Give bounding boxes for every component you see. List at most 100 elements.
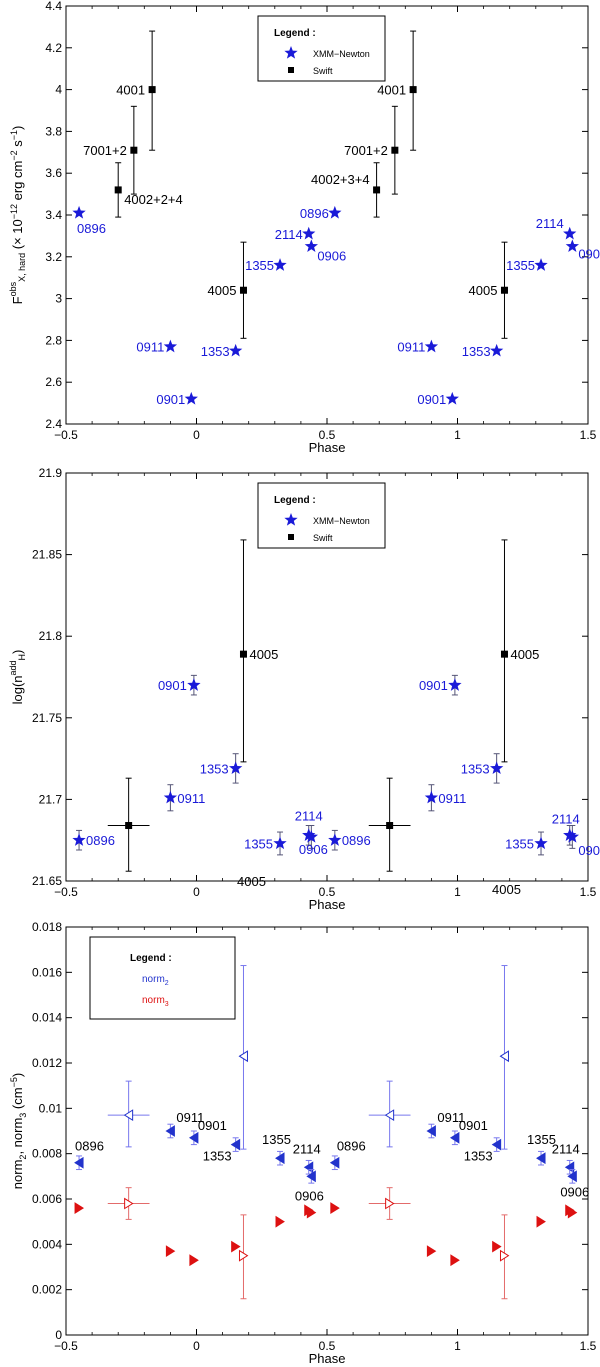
legend-title: Legend : bbox=[274, 28, 316, 39]
data-label: 0896 bbox=[337, 1139, 366, 1154]
data-point-triangle-right bbox=[165, 1245, 176, 1258]
y-tick-label: 2.8 bbox=[45, 333, 62, 347]
data-point-square bbox=[373, 186, 381, 194]
y-tick-label: 0.01 bbox=[39, 1101, 63, 1115]
y-axis-label: FobsX, hard (× 10−12 erg cm−2 s−1) bbox=[8, 126, 27, 305]
y-tick-label: 0.008 bbox=[32, 1147, 62, 1161]
data-point-square bbox=[114, 186, 122, 194]
data-label: 2114 bbox=[295, 808, 323, 823]
x-tick-label: 1.5 bbox=[580, 885, 597, 899]
legend-sub: 3 bbox=[165, 1001, 169, 1008]
data-label: 0906 bbox=[578, 246, 600, 261]
y-axis-label-part: 2 bbox=[18, 1155, 28, 1160]
data-point-triangle-left bbox=[165, 1125, 175, 1137]
data-label: 0906 bbox=[578, 843, 600, 858]
legend-box bbox=[89, 936, 236, 1020]
series-swift: 4002+2+47001+2400140054002+3+47001+24001… bbox=[83, 30, 508, 339]
data-point-triangle-right bbox=[306, 1206, 317, 1219]
data-label: 1355 bbox=[505, 836, 534, 851]
data-label: 2114 bbox=[552, 811, 580, 826]
data-point-triangle-right bbox=[124, 1197, 134, 1210]
y-axis-label-part: (cm bbox=[10, 1087, 25, 1112]
legend-star-icon bbox=[284, 46, 298, 59]
y-tick-label: 3.6 bbox=[45, 166, 62, 180]
data-point-star bbox=[328, 833, 342, 846]
data-point-triangle-left bbox=[188, 1131, 199, 1144]
x-tick-label: 1.5 bbox=[580, 1339, 597, 1353]
data-point-triangle-right bbox=[492, 1240, 502, 1253]
data-point-star bbox=[424, 790, 439, 804]
data-point-triangle-right bbox=[231, 1240, 241, 1253]
data-label: 0906 bbox=[295, 1188, 324, 1203]
y-tick-label: 4.4 bbox=[45, 0, 62, 13]
data-point-star bbox=[228, 761, 243, 775]
data-label: 2114 bbox=[536, 216, 564, 231]
y-tick-label: 21.9 bbox=[39, 466, 63, 480]
legend-title: Legend : bbox=[274, 495, 316, 506]
y-tick-label: 2.6 bbox=[45, 375, 62, 389]
y-tick-label: 0.002 bbox=[32, 1283, 62, 1297]
data-point-triangle-right bbox=[567, 1206, 578, 1219]
data-label: 4005 bbox=[492, 882, 521, 897]
y-axis-label-part: ) bbox=[10, 1073, 25, 1077]
legend-box bbox=[257, 482, 386, 549]
data-label: 1355 bbox=[262, 1132, 291, 1147]
y-axis-label-part: ) bbox=[10, 126, 25, 130]
data-point-square bbox=[130, 146, 138, 154]
data-point-star bbox=[534, 836, 548, 850]
data-point-star bbox=[72, 833, 86, 846]
data-point-star bbox=[489, 343, 504, 357]
x-tick-label: 1 bbox=[454, 428, 461, 442]
y-axis-label-part: (× 10 bbox=[10, 219, 25, 253]
y-axis-label-part: norm bbox=[10, 1160, 25, 1190]
data-point-star bbox=[304, 239, 318, 253]
data-point-triangle-right bbox=[499, 1249, 510, 1262]
data-label: 4005 bbox=[237, 874, 266, 889]
y-tick-label: 0.012 bbox=[32, 1056, 62, 1070]
data-point-star bbox=[565, 829, 579, 843]
y-tick-label: 0 bbox=[55, 1328, 62, 1342]
data-point-star bbox=[273, 258, 287, 271]
data-point-star bbox=[445, 391, 459, 405]
data-label: 2114 bbox=[275, 227, 303, 242]
data-point-triangle-left bbox=[74, 1156, 84, 1169]
data-label: 0911 bbox=[437, 1110, 465, 1125]
data-label: 7001+2 bbox=[344, 143, 388, 158]
y-tick-label: 3.4 bbox=[45, 208, 62, 222]
data-point-triangle-left bbox=[499, 1050, 509, 1063]
y-tick-label: 4.2 bbox=[45, 41, 62, 55]
y-axis-label-part: −5 bbox=[9, 1077, 19, 1087]
data-label: 4001 bbox=[116, 83, 145, 98]
y-axis-label-part: −2 bbox=[9, 150, 19, 160]
y-axis-label-part: , norm bbox=[10, 1118, 25, 1155]
data-label: 4005 bbox=[469, 283, 498, 298]
y-tick-label: 3 bbox=[55, 292, 62, 306]
data-point-triangle-right bbox=[74, 1202, 84, 1214]
y-axis-label: log(naddH) bbox=[8, 650, 27, 705]
y-tick-label: 21.75 bbox=[32, 711, 62, 725]
y-tick-label: 2.4 bbox=[45, 417, 62, 431]
data-point-triangle-left bbox=[491, 1138, 502, 1151]
data-label: 1355 bbox=[506, 258, 535, 273]
x-tick-label: −0.5 bbox=[54, 885, 78, 899]
series-norm2-swift-: 4005 4005 bbox=[107, 874, 521, 1150]
data-point-triangle-right bbox=[536, 1215, 546, 1228]
data-label: 0896 bbox=[77, 221, 106, 236]
data-label: 0911 bbox=[136, 340, 164, 355]
data-label: 1355 bbox=[245, 258, 274, 273]
legend-entry-norm2: norm2 bbox=[142, 974, 169, 987]
legend-star-icon bbox=[284, 513, 298, 526]
data-point-star bbox=[184, 391, 198, 405]
data-point-star bbox=[72, 205, 86, 219]
x-tick-label: 0 bbox=[193, 885, 200, 899]
data-point-triangle-left bbox=[230, 1138, 241, 1151]
data-label: 0911 bbox=[397, 340, 425, 355]
data-label: 0901 bbox=[417, 392, 446, 407]
data-label: 0896 bbox=[75, 1139, 104, 1154]
y-tick-label: 21.7 bbox=[39, 792, 63, 806]
data-point-square bbox=[391, 146, 399, 154]
data-point-square bbox=[239, 650, 247, 658]
data-point-square bbox=[239, 286, 247, 294]
y-axis-label-part: H bbox=[17, 654, 27, 661]
